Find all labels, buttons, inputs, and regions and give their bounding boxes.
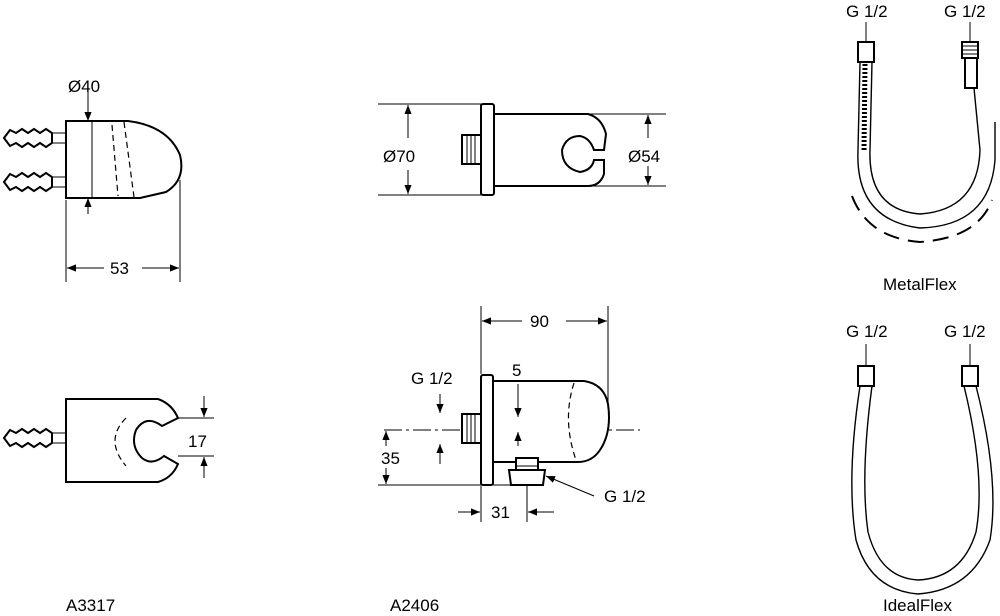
holder-front-body — [65, 398, 180, 483]
wall-plug-front — [2, 427, 66, 449]
dim-offset-5: 5 — [512, 361, 521, 380]
idealflex-thread-left: G 1/2 — [846, 322, 888, 341]
a3317-front-view: 17 — [2, 396, 214, 483]
idealflex-name: IdealFlex — [883, 596, 952, 615]
dim-offset-31: 31 — [491, 503, 510, 522]
a2406-side-view: 90 5 G 1/2 35 31 G 1/2 — [378, 306, 646, 522]
product-code-a2406: A2406 — [390, 596, 439, 615]
idealflex-hose: G 1/2 G 1/2 IdealFlex — [846, 322, 994, 615]
dim-height-35: 35 — [381, 449, 400, 468]
dim-diameter-70: Ø70 — [383, 147, 415, 166]
dim-diameter-54: Ø54 — [628, 147, 660, 166]
metalflex-thread-right: G 1/2 — [944, 2, 986, 21]
dim-slot-17: 17 — [188, 432, 207, 451]
thread-inlet-label: G 1/2 — [411, 369, 453, 388]
wall-plug-upper — [2, 127, 66, 149]
metalflex-name: MetalFlex — [883, 275, 957, 294]
dim-diameter-40: Ø40 — [68, 77, 100, 96]
idealflex-thread-right: G 1/2 — [944, 322, 986, 341]
metalflex-hose: G 1/2 G 1/2 MetalFlex — [846, 2, 996, 294]
dim-length-90: 90 — [530, 312, 549, 331]
dim-width-53: 53 — [110, 259, 129, 278]
metalflex-thread-left: G 1/2 — [846, 2, 888, 21]
thread-outlet-label: G 1/2 — [604, 487, 646, 506]
holder-body — [65, 120, 183, 199]
wall-plug-lower — [2, 171, 66, 193]
holder-body-a2406 — [493, 113, 608, 187]
product-code-a3317: A3317 — [66, 596, 115, 615]
holder-body-side — [492, 380, 610, 463]
a3317-side-view: Ø40 53 — [2, 77, 183, 282]
a2406-top-view: Ø70 Ø54 — [378, 103, 666, 196]
